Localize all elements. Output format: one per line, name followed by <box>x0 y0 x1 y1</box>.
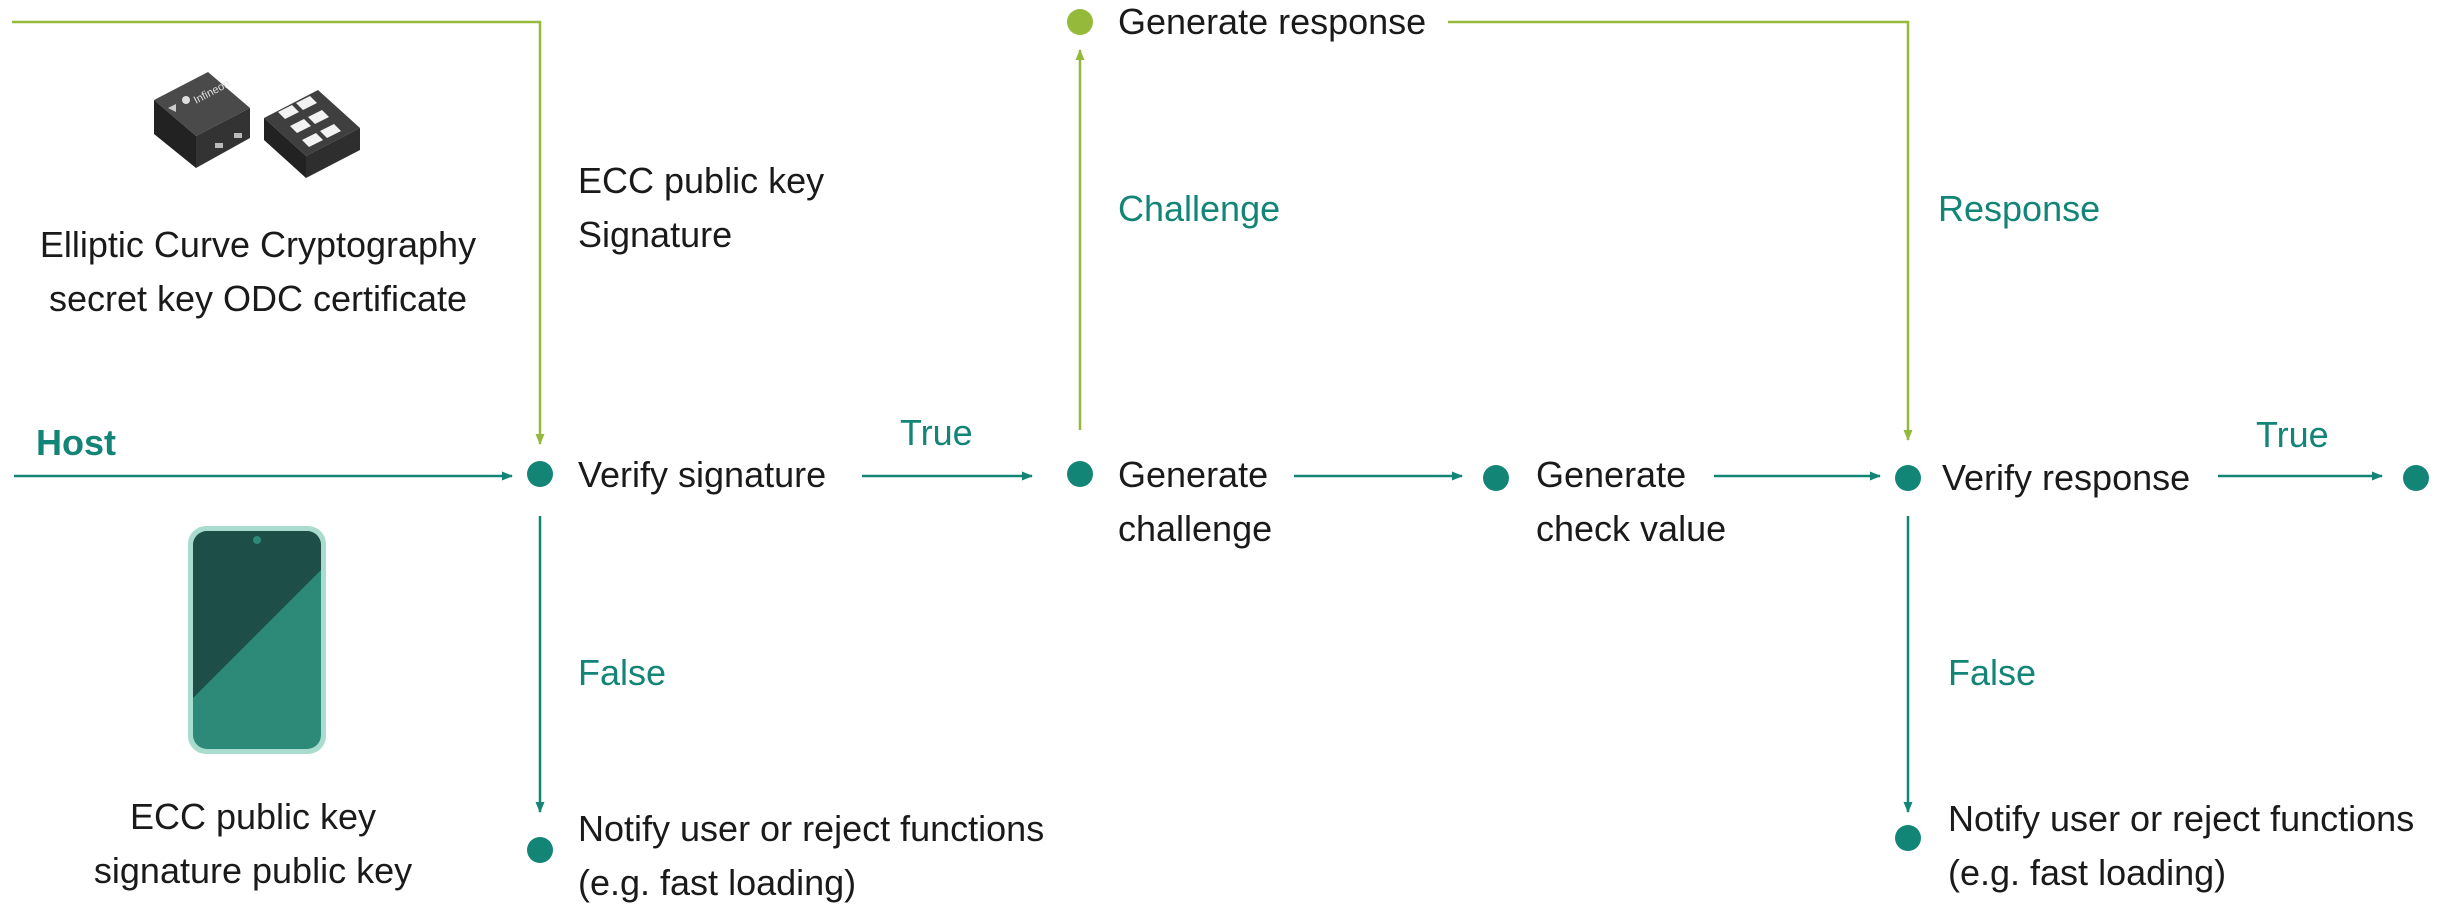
challenge-label: Challenge <box>1118 188 1281 229</box>
false-label-2: False <box>1948 652 2037 693</box>
host-caption-line-1: ECC public key <box>129 796 377 837</box>
host-caption: ECC public key signature public key <box>28 790 478 898</box>
security-chip-image: Infineon <box>154 72 360 178</box>
generate-challenge-label: Generate challenge <box>1118 448 1272 556</box>
host-caption-line-2: signature public key <box>93 850 413 891</box>
chip-caption-line-2: secret key ODC certificate <box>48 278 468 319</box>
node-dot-verify-signature <box>527 461 553 487</box>
chip-caption: Elliptic Curve Cryptography secret key O… <box>28 218 488 326</box>
generate-challenge-line-2: challenge <box>1118 508 1273 549</box>
notify-label-2-line-1: Notify user or reject functions <box>1948 798 2415 839</box>
response-label: Response <box>1938 188 2101 229</box>
node-dot-generate-response <box>1067 9 1093 35</box>
true-label-1: True <box>900 412 973 453</box>
verify-signature-label: Verify signature <box>578 454 827 495</box>
certificate-label-line-2: Signature <box>578 214 733 255</box>
node-dot-end <box>2403 465 2429 491</box>
certificate-label: ECC public key Signature <box>578 154 824 262</box>
chip-bottom-view <box>264 90 360 178</box>
notify-label-1: Notify user or reject functions (e.g. fa… <box>578 802 1044 910</box>
generate-check-line-2: check value <box>1536 508 1727 549</box>
node-dot-notify-2 <box>1895 825 1921 851</box>
notify-label-2: Notify user or reject functions (e.g. fa… <box>1948 792 2414 900</box>
true-label-2: True <box>2256 414 2329 455</box>
generate-response-label: Generate response <box>1118 1 1427 42</box>
notify-label-2-line-2: (e.g. fast loading) <box>1948 852 2227 893</box>
notify-label-1-line-1: Notify user or reject functions <box>578 808 1045 849</box>
certificate-label-line-1: ECC public key <box>578 160 825 201</box>
response-connector <box>1448 20 1913 441</box>
generate-challenge-line-1: Generate <box>1118 454 1269 495</box>
node-dot-generate-challenge <box>1067 461 1093 487</box>
node-dot-verify-response <box>1895 465 1921 491</box>
chip-top-view: Infineon <box>154 72 250 168</box>
chip-caption-line-1: Elliptic Curve Cryptography <box>39 224 477 265</box>
generate-check-label: Generate check value <box>1536 448 1726 556</box>
notify-label-1-line-2: (e.g. fast loading) <box>578 862 857 903</box>
node-dot-notify-1 <box>527 837 553 863</box>
node-dot-generate-check <box>1483 465 1509 491</box>
generate-check-line-1: Generate <box>1536 454 1687 495</box>
cert-connector <box>12 20 545 445</box>
verify-response-label: Verify response <box>1942 457 2191 498</box>
host-label: Host <box>36 422 116 463</box>
false-label-1: False <box>578 652 667 693</box>
smartphone-image <box>188 526 326 754</box>
